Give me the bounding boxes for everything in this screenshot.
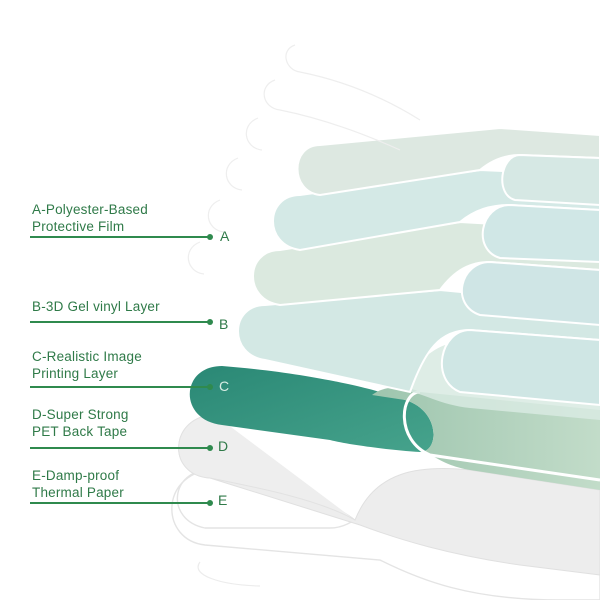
label-d-line-2: PET Back Tape	[32, 424, 128, 439]
marker-d: D	[218, 438, 229, 454]
label-d-line-1: D-Super Strong	[32, 407, 129, 422]
leader-line-a	[30, 236, 210, 238]
leader-dot-e	[207, 500, 213, 506]
label-layer-c: C-Realistic Image Printing Layer	[32, 348, 142, 382]
leader-dot-a	[207, 234, 213, 240]
leader-line-b	[30, 321, 210, 323]
leader-dot-b	[207, 319, 213, 325]
layer-d-back-tape	[178, 414, 600, 576]
leader-line-c	[30, 386, 210, 388]
label-a-line-1: A-Polyester-Based	[32, 202, 148, 217]
label-layer-b: B-3D Gel vinyl Layer	[32, 298, 160, 315]
label-e-line-1: E-Damp-proof	[32, 468, 120, 483]
marker-a: A	[220, 228, 230, 244]
label-e-line-2: Thermal Paper	[32, 485, 124, 500]
label-c-line-1: C-Realistic Image	[32, 349, 142, 364]
marker-b: B	[219, 316, 229, 332]
leader-line-d	[30, 447, 210, 449]
layer-a-protective-film	[187, 44, 421, 275]
label-c-line-2: Printing Layer	[32, 366, 119, 381]
label-layer-d: D-Super Strong PET Back Tape	[32, 406, 129, 440]
layer-b-gel-vinyl	[237, 126, 600, 420]
label-layer-e: E-Damp-proof Thermal Paper	[32, 467, 124, 501]
leader-dot-c	[207, 384, 213, 390]
marker-c: C	[219, 378, 230, 394]
leader-line-e	[30, 502, 210, 504]
marker-e: E	[218, 492, 228, 508]
label-layer-a: A-Polyester-Based Protective Film	[32, 201, 148, 235]
label-a-line-2: Protective Film	[32, 219, 125, 234]
leader-dot-d	[207, 445, 213, 451]
label-b-line-1: B-3D Gel vinyl Layer	[32, 299, 160, 314]
